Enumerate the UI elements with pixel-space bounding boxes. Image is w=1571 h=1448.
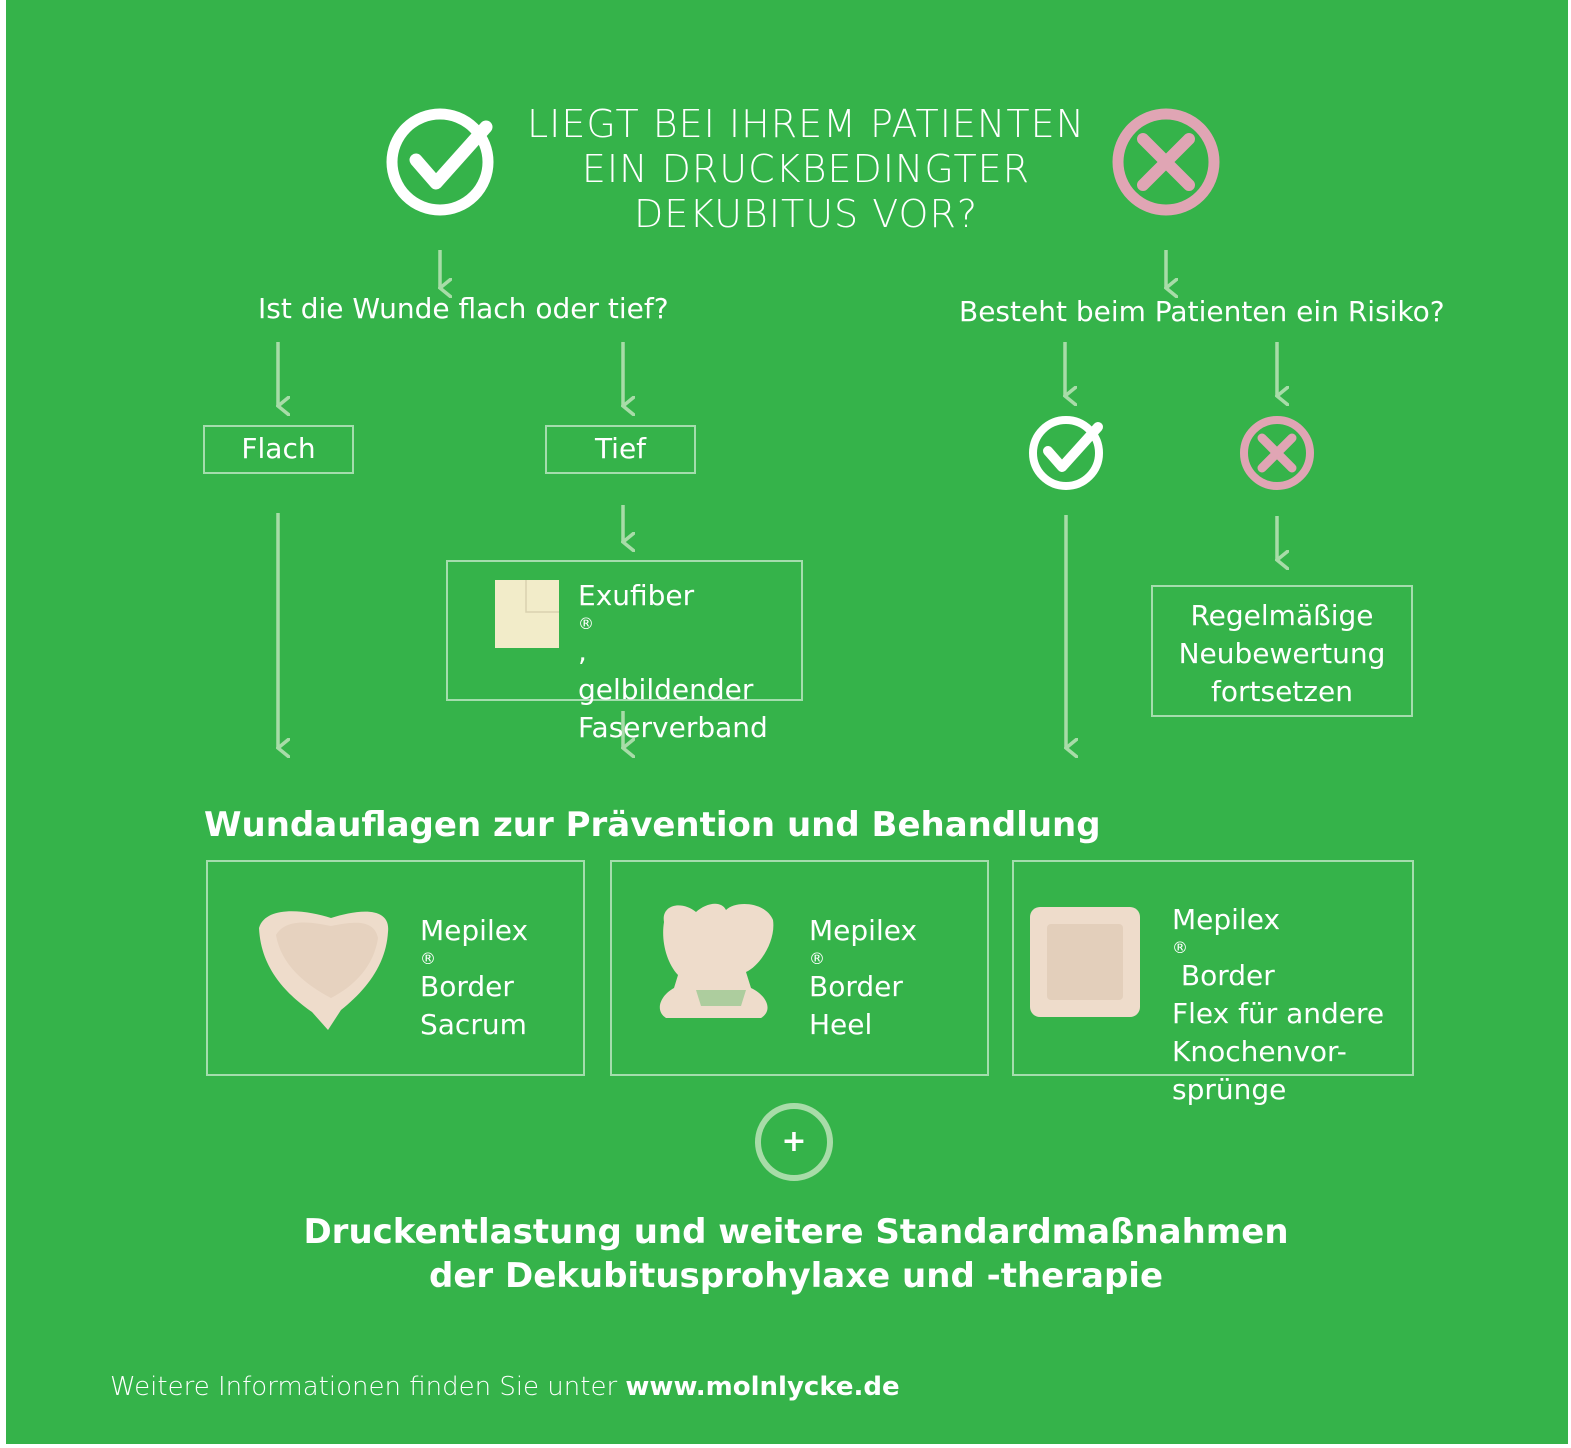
product-card-sacrum bbox=[206, 860, 585, 1076]
exufiber-text: Exufiber ®, gelbildender Faserverband bbox=[578, 577, 768, 747]
risk-yes-check-icon bbox=[1029, 416, 1103, 490]
exufiber-reg: ® bbox=[578, 614, 594, 633]
flex-line-4: sprünge bbox=[1172, 1073, 1287, 1106]
exufiber-image bbox=[495, 580, 559, 648]
product-heel-text: Mepilex ® Border Heel bbox=[809, 912, 917, 1044]
footer-line-2: der Dekubitusprohylaxe und -therapie bbox=[428, 1256, 1164, 1296]
risk-no-cross-icon bbox=[1240, 416, 1314, 490]
heel-dressing-image bbox=[659, 903, 774, 1018]
main-question-line-3: DEKUBITUS VOR? bbox=[633, 192, 979, 236]
exufiber-comma: , bbox=[578, 635, 587, 668]
exufiber-line-2: gelbildender bbox=[578, 673, 754, 706]
info-text: Weitere Informationen finden Sie unter bbox=[110, 1372, 626, 1402]
sacrum-dressing-image bbox=[259, 911, 389, 1030]
option-flat: Flach bbox=[203, 425, 354, 474]
sacrum-reg: ® bbox=[420, 949, 436, 968]
yes-check-icon bbox=[386, 108, 494, 216]
heel-line-1: Mepilex bbox=[809, 914, 918, 947]
flex-line-1b: Border bbox=[1172, 959, 1275, 992]
flowchart-graphics bbox=[259, 108, 1314, 1181]
wound-depth-question: Ist die Wunde flach oder tief? bbox=[258, 292, 669, 325]
flex-line-1: Mepilex bbox=[1172, 903, 1281, 936]
main-question: LIEGT BEI IHREM PATIENTEN EIN DRUCKBEDIN… bbox=[496, 102, 1116, 237]
risk-question: Besteht beim Patienten ein Risiko? bbox=[959, 295, 1445, 328]
heel-reg: ® bbox=[809, 949, 825, 968]
flex-line-3: Knochenvor- bbox=[1172, 1035, 1347, 1068]
flow-arrows bbox=[278, 250, 1277, 748]
flex-line-2: Flex für andere bbox=[1172, 997, 1385, 1030]
reassess-line-3: fortsetzen bbox=[1211, 675, 1353, 708]
footer-line-1: Druckentlastung und weitere Standardmaßn… bbox=[303, 1212, 1289, 1252]
sacrum-line-1: Mepilex bbox=[420, 914, 529, 947]
flex-reg: ® bbox=[1172, 938, 1188, 957]
product-sacrum-text: Mepilex ® Border Sacrum bbox=[420, 912, 528, 1044]
option-flat-label: Flach bbox=[241, 432, 316, 465]
flowchart-page: LIEGT BEI IHREM PATIENTEN EIN DRUCKBEDIN… bbox=[6, 0, 1568, 1444]
reassess-line-2: Neubewertung bbox=[1178, 637, 1386, 670]
flex-dressing-image bbox=[1030, 907, 1140, 1017]
product-flex-text: Mepilex ® Border Flex für andere Knochenv… bbox=[1172, 901, 1384, 1109]
heel-line-3: Heel bbox=[809, 1008, 873, 1041]
sacrum-line-3: Sacrum bbox=[420, 1008, 527, 1041]
option-deep: Tief bbox=[545, 425, 696, 474]
reassess-line-1: Regelmäßige bbox=[1190, 599, 1374, 632]
option-deep-label: Tief bbox=[594, 432, 647, 465]
heel-line-2: Border bbox=[809, 970, 903, 1003]
no-cross-icon bbox=[1112, 108, 1220, 216]
sacrum-line-2: Border bbox=[420, 970, 514, 1003]
products-heading: Wundauflagen zur Prävention und Behandlu… bbox=[204, 805, 1101, 845]
product-card-heel bbox=[610, 860, 989, 1076]
exufiber-line-3: Faserverband bbox=[578, 711, 768, 744]
info-url-link[interactable]: www.molnlycke.de bbox=[625, 1372, 900, 1402]
footer-heading: Druckentlastung und weitere Standardmaßn… bbox=[206, 1210, 1386, 1298]
main-question-line-1: LIEGT BEI IHREM PATIENTEN bbox=[526, 102, 1086, 146]
info-line: Weitere Informationen finden Sie unter w… bbox=[110, 1372, 900, 1402]
reassess-box bbox=[1151, 585, 1413, 717]
main-question-line-2: EIN DRUCKBEDINGTER bbox=[581, 147, 1031, 191]
reassess-text: Regelmäßige Neubewertung fortsetzen bbox=[1151, 597, 1413, 711]
exufiber-name: Exufiber bbox=[578, 579, 695, 612]
plus-circle-icon bbox=[755, 1103, 833, 1181]
plus-symbol: + bbox=[781, 1124, 807, 1159]
product-card-flex bbox=[1012, 860, 1414, 1076]
exufiber-box bbox=[446, 560, 803, 701]
